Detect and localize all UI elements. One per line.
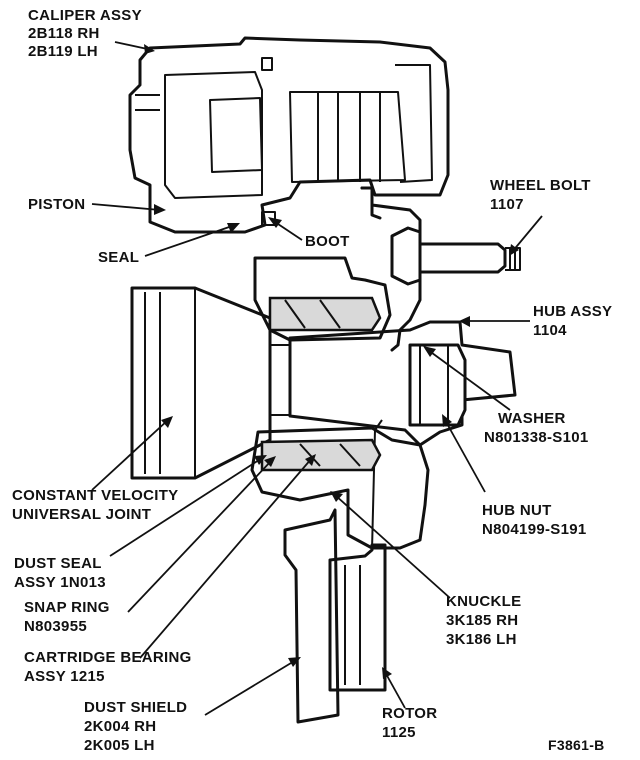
wheel-bolt [390,226,521,286]
label-dust-seal: DUST SEAL ASSY 1N013 [14,555,106,591]
knuckle [250,256,430,550]
label-snap-ring: SNAP RING N803955 [24,599,114,635]
dust-shield [283,508,340,724]
label-cv-joint: CONSTANT VELOCITY UNIVERSAL JOINT [12,487,183,523]
label-knuckle: KNUCKLE 3K185 RH 3K186 LH [446,593,526,648]
label-wheel-bolt: WHEEL BOLT 1107 [490,177,595,213]
label-dust-shield: DUST SHIELD 2K004 RH 2K005 LH [84,699,192,754]
figure-id: F3861-B [548,737,605,753]
label-caliper-assy: CALIPER ASSY 2B118 RH 2B119 LH [28,7,146,60]
cartridge-bearing [260,296,382,472]
label-washer: WASHER N801338-S101 [484,410,589,446]
cv-joint-housing [130,286,290,480]
label-hub-assy: HUB ASSY 1104 [533,303,617,339]
label-piston: PISTON [28,196,85,213]
label-boot: BOOT [305,233,350,250]
caliper-assembly [128,36,450,234]
hub-assembly [288,320,517,447]
label-hub-nut: HUB NUT N804199-S191 [482,502,587,538]
label-rotor: ROTOR 1125 [382,705,442,741]
label-cartridge-bearing: CARTRIDGE BEARING ASSY 1215 [24,649,196,685]
leader-lines [91,41,543,716]
label-seal: SEAL [98,249,139,266]
caliper-mount-bracket [360,186,382,220]
